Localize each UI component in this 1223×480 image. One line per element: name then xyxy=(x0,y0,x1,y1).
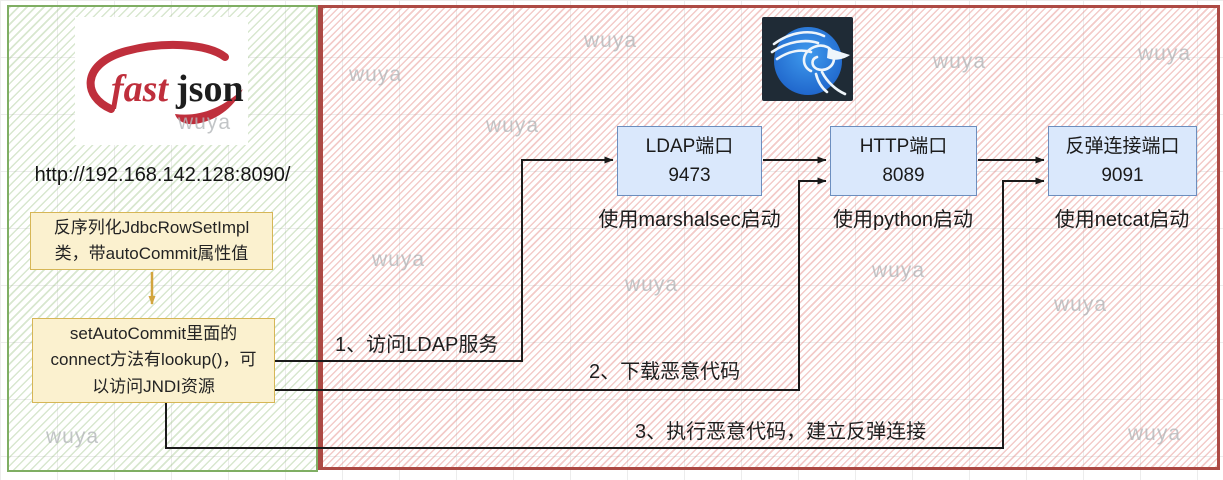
fastjson-logo: fast json xyxy=(75,17,248,145)
node-ldap-title: LDAP端口 xyxy=(645,135,734,157)
node-ldap-port: LDAP端口 9473 xyxy=(617,126,762,196)
gadget-note-line3: 以访问JNDI资源 xyxy=(92,376,215,396)
gadget-note-line2: connect方法有lookup()，可 xyxy=(50,350,257,370)
edge-label-1: 1、访问LDAP服务 xyxy=(335,334,499,356)
victim-url: http://192.168.142.128:8090/ xyxy=(34,164,291,186)
caption-netcat: 使用netcat启动 xyxy=(1054,208,1190,231)
node-reverse-shell-title: 反弹连接端口 xyxy=(1065,135,1180,157)
node-reverse-shell-port-number: 9091 xyxy=(1101,165,1144,186)
payload-note-line1: 反序列化JdbcRowSetImpl xyxy=(53,217,250,237)
gadget-note-box: setAutoCommit里面的 connect方法有lookup()，可 以访… xyxy=(32,318,275,403)
kali-linux-logo-icon xyxy=(762,17,853,101)
node-http-port: HTTP端口 8089 xyxy=(830,126,977,196)
edge-label-2: 2、下载恶意代码 xyxy=(589,361,741,383)
edge-label-3: 3、执行恶意代码，建立反弹连接 xyxy=(635,421,927,443)
node-http-port-number: 8089 xyxy=(882,165,925,186)
svg-text:fast: fast xyxy=(111,68,169,110)
fastjson-logo-icon: fast json xyxy=(86,40,244,125)
gadget-note-line1: setAutoCommit里面的 xyxy=(69,323,238,343)
caption-marshalsec: 使用marshalsec启动 xyxy=(598,208,781,231)
node-http-title: HTTP端口 xyxy=(859,135,948,157)
caption-python: 使用python启动 xyxy=(832,208,974,231)
node-ldap-port-number: 9473 xyxy=(668,165,711,186)
svg-text:json: json xyxy=(175,68,244,110)
kali-linux-logo xyxy=(762,17,853,101)
payload-note-line2: 类，带autoCommit属性值 xyxy=(54,244,249,263)
node-reverse-shell-port: 反弹连接端口 9091 xyxy=(1048,126,1197,196)
payload-note-box: 反序列化JdbcRowSetImpl 类，带autoCommit属性值 xyxy=(30,212,273,270)
